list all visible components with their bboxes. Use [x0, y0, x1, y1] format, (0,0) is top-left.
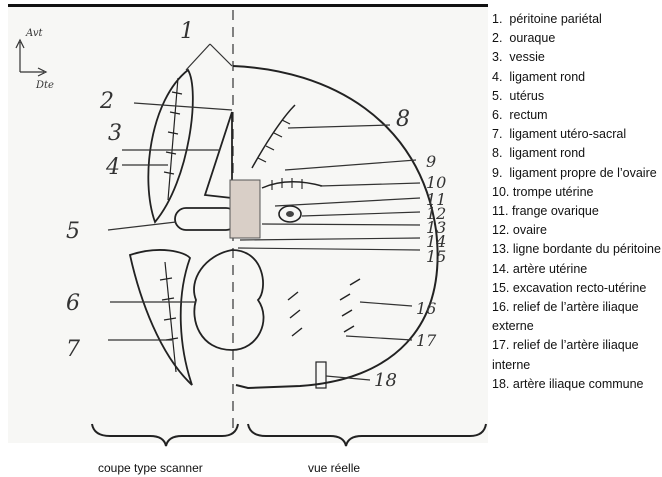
ovary-core: [286, 211, 294, 217]
legend-item: 4. ligament rond: [492, 68, 662, 87]
legend-item: 10. trompe utérine: [492, 183, 662, 202]
bladder: [205, 112, 232, 198]
callout-7: 7: [66, 337, 80, 362]
upper-crescent: [148, 70, 193, 222]
legend-item: 9. ligament propre de l’ovaire: [492, 164, 662, 183]
callout-18: 18: [374, 370, 397, 391]
caption-left: coupe type scanner: [98, 461, 203, 475]
uterus-body: [230, 180, 260, 238]
callout-1: 1: [180, 19, 194, 44]
legend-item: 6. rectum: [492, 106, 662, 125]
callout-9: 9: [426, 152, 436, 171]
callout-15: 15: [426, 247, 446, 266]
callout-4: 4: [105, 155, 120, 180]
legend-item: 18. artère iliaque commune: [492, 375, 662, 394]
caption-right: vue réelle: [308, 461, 360, 475]
right-label: Dte: [35, 80, 54, 91]
legend-list: 1. péritoine pariétal 2. ouraque 3. vess…: [492, 10, 662, 394]
orientation-axes: [16, 40, 46, 76]
legend-item: 2. ouraque: [492, 29, 662, 48]
callout-3: 3: [108, 121, 122, 146]
callout-2: 2: [99, 89, 114, 114]
legend-item: 8. ligament rond: [492, 144, 662, 163]
callout-5: 5: [66, 219, 80, 244]
callout-16: 16: [416, 299, 436, 318]
iliac-reliefs: [288, 279, 360, 336]
legend-item: 7. ligament utéro-sacral: [492, 125, 662, 144]
legend-item: 11. frange ovarique: [492, 202, 662, 221]
legend-item: 14. artère utérine: [492, 260, 662, 279]
uterus-section: [175, 208, 237, 230]
legend-item: 12. ovaire: [492, 221, 662, 240]
right-ligament-hatching: [258, 120, 290, 162]
legend-item: 13. ligne bordante du péritoine: [492, 240, 662, 259]
legend-item: 15. excavation recto-utérine: [492, 279, 662, 298]
lower-crescent: [130, 250, 192, 385]
crescent-hatching: [160, 78, 182, 372]
legend-item: 1. péritoine pariétal: [492, 10, 662, 29]
callout-8: 8: [396, 107, 410, 132]
bottom-brackets: [92, 424, 486, 446]
anterior-label: Avt: [25, 28, 43, 39]
rectum: [194, 250, 264, 350]
legend-item: 16. relief de l’artère iliaque externe: [492, 298, 662, 336]
legend-item: 3. vessie: [492, 48, 662, 67]
legend-item: 5. utérus: [492, 87, 662, 106]
legend-item: 17. relief de l’artère iliaque interne: [492, 336, 662, 374]
callout-17: 17: [416, 331, 437, 350]
callout-6: 6: [66, 291, 80, 316]
